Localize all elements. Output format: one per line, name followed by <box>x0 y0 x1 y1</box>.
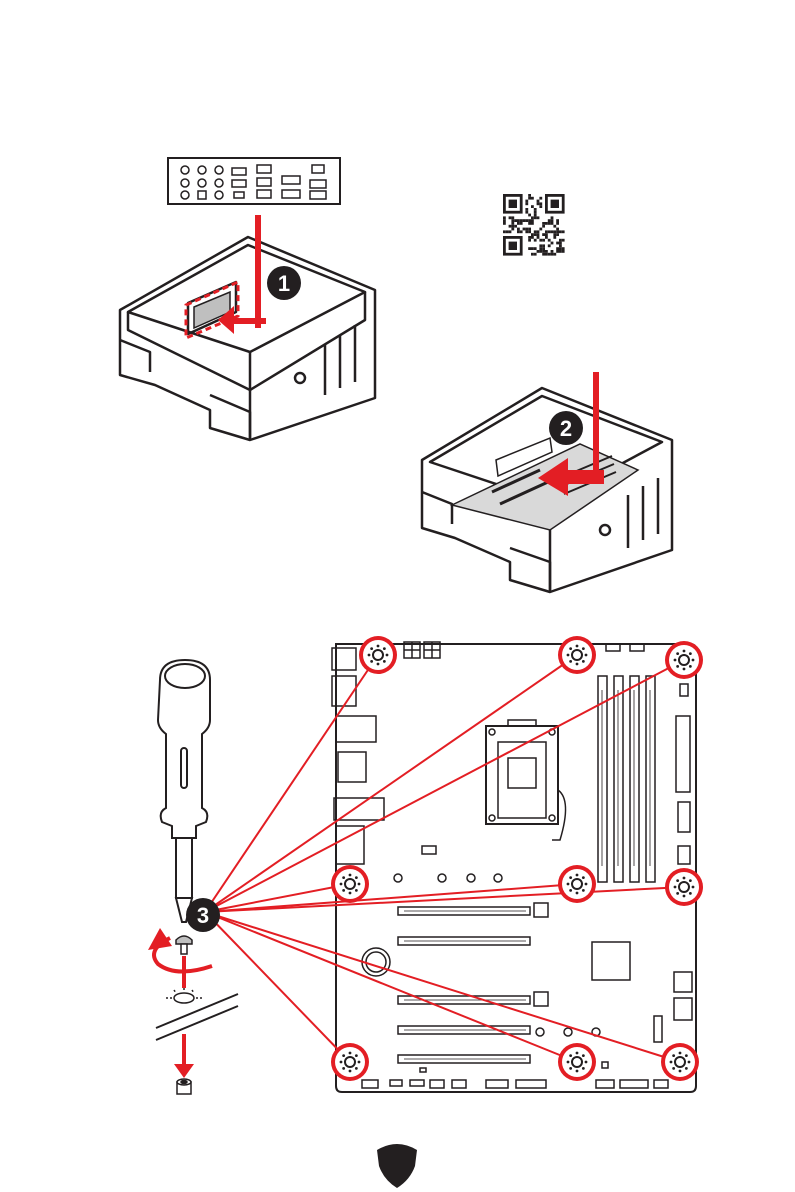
mounting-hole-icon <box>558 1043 596 1081</box>
mounting-hole-icon <box>665 641 703 679</box>
standoff-icon <box>177 1079 191 1094</box>
qr-code-icon <box>503 194 565 256</box>
step-number-2: 2 <box>560 416 572 441</box>
motherboard-layout <box>332 642 696 1092</box>
step-number-3: 3 <box>197 903 209 928</box>
step-badge-2: 2 <box>549 411 583 445</box>
step-badge-1: 1 <box>267 266 301 300</box>
mounting-hole-icon <box>558 865 596 903</box>
step-number-1: 1 <box>278 271 290 296</box>
mounting-hole-icon <box>661 1043 699 1081</box>
screw-icon <box>176 936 192 954</box>
screwdriver-icon <box>158 660 210 922</box>
msi-shield-icon <box>377 1144 417 1188</box>
io-shield <box>168 158 340 204</box>
mounting-hole-icon <box>665 868 703 906</box>
case-top-left <box>120 237 375 440</box>
step-badge-3: 3 <box>186 898 220 932</box>
mounting-hole-icon <box>558 636 596 674</box>
board-edge <box>156 994 238 1040</box>
mounting-hole-icon <box>331 1043 369 1081</box>
rotate-arrow-icon <box>148 928 212 972</box>
mounting-hole-icon <box>331 865 369 903</box>
down-arrow-2 <box>174 1034 194 1078</box>
mounting-hole-icon <box>359 636 397 674</box>
mounting-hole-small <box>166 988 202 1003</box>
